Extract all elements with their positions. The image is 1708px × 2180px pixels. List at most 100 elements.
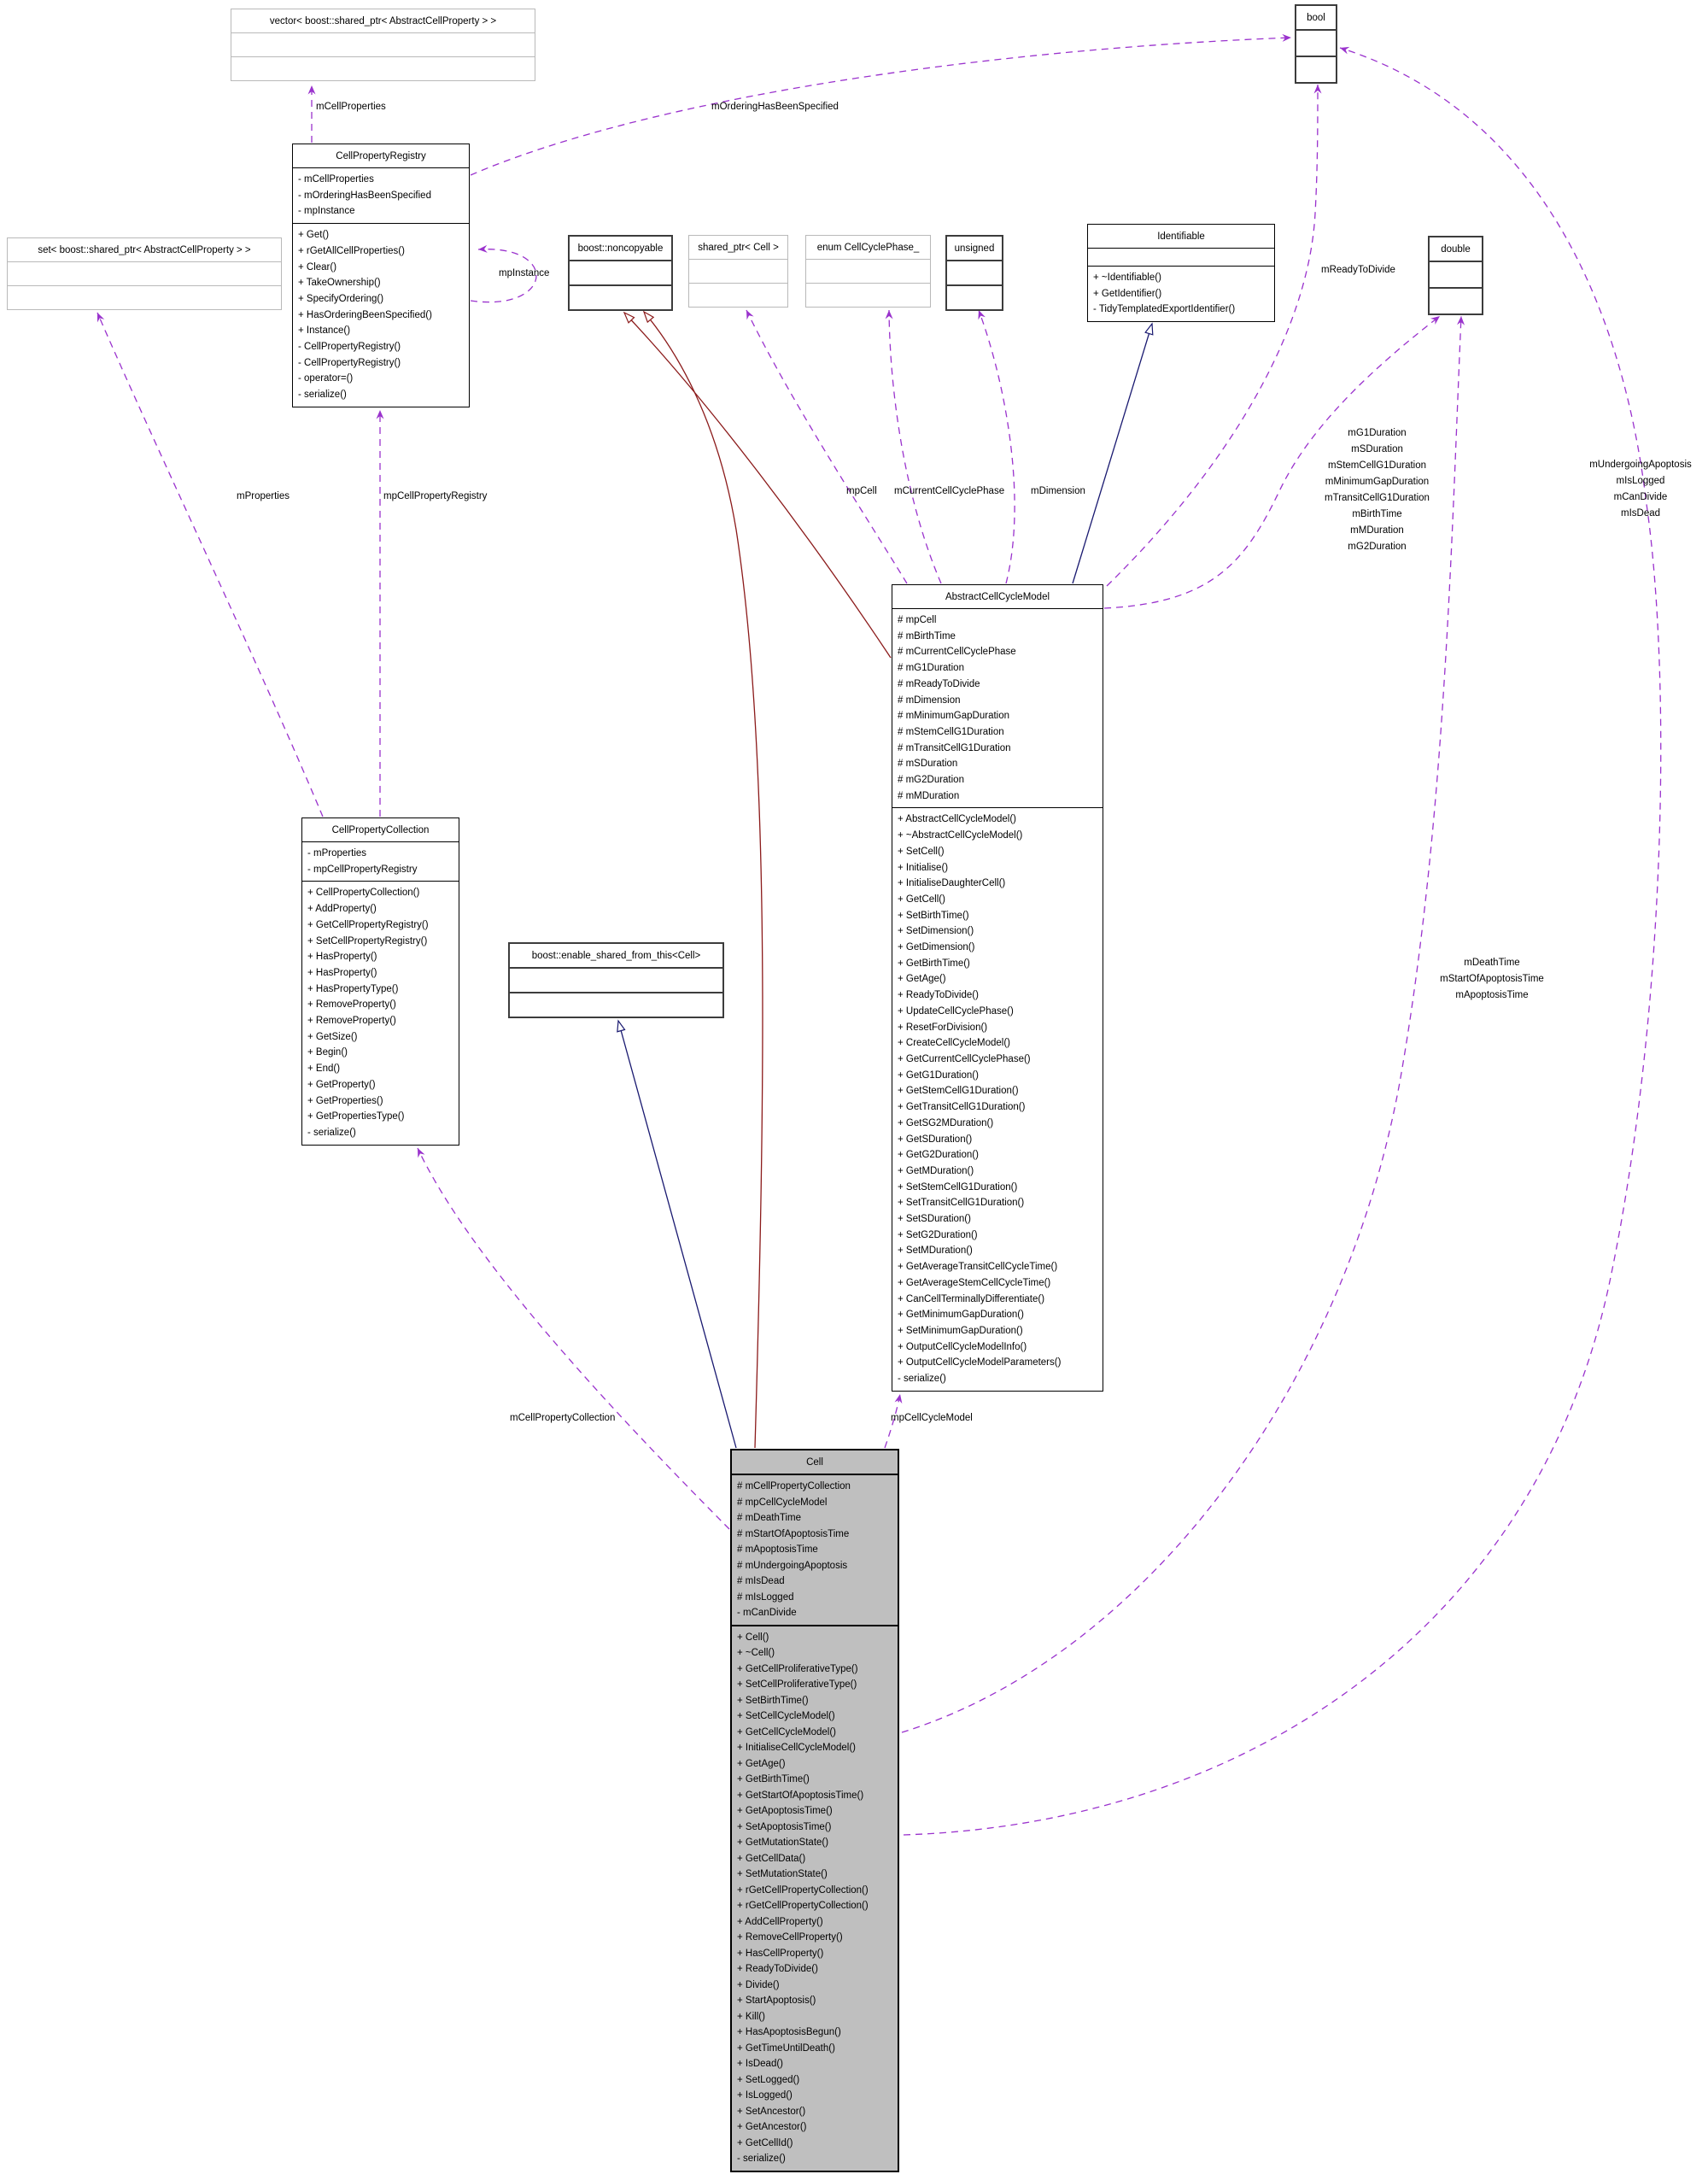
class-box-boost-enable-shared-from-this[interactable]: boost::enable_shared_from_this<Cell> [508,942,724,1018]
member: + Cell() [737,1632,769,1643]
member: + OutputCellCycleModelInfo() [898,1341,1027,1352]
edge-mdimension [978,309,1015,584]
class-box-abstractcellcyclemodel[interactable]: AbstractCellCycleModel # mpCell# mBirthT… [892,584,1103,1392]
member: + HasOrderingBeenSpecified() [298,309,432,320]
empty-compartment [1430,287,1482,314]
member: + GetCellProliferativeType() [737,1663,858,1674]
member: + GetCellId() [737,2137,793,2148]
member: + SetTransitCellG1Duration() [898,1198,1025,1209]
member: + ~AbstractCellCycleModel() [898,830,1023,841]
class-box-cell[interactable]: Cell # mCellPropertyCollection # mpCellCy… [730,1449,899,2172]
edge-label-line: mMDuration [1350,525,1404,536]
edge-mpcellcyclemodel [884,1393,903,1449]
member: + GetStartOfApoptosisTime() [737,1790,864,1801]
class-title: Cell [806,1457,823,1468]
edge-durations [1103,315,1441,609]
member: + Begin() [307,1047,348,1058]
class-box-bool[interactable]: bool [1295,4,1337,84]
class-box-cellpropertyregistry[interactable]: CellPropertyRegistry - mCellProperties- … [292,144,470,407]
member: + GetAncestor() [737,2122,807,2132]
member: # mSDuration [898,759,958,770]
edge-label-line: mStartOfApoptosisTime [1440,974,1544,984]
class-box-identifiable[interactable]: Identifiable + ~Identifiable()+ GetIdent… [1087,224,1275,323]
member: # mMDuration [898,790,960,801]
member: - mpCellPropertyRegistry [307,864,418,875]
member: + HasProperty() [307,952,377,963]
edge-label-line: mMinimumGapDuration [1325,477,1430,487]
class-title: vector< boost::shared_ptr< AbstractCellP… [269,16,497,26]
member: + HasPropertyType() [307,983,399,994]
member: # mCellPropertyCollection [737,1481,851,1491]
empty-compartment [1296,29,1336,56]
attributes-section: # mCellPropertyCollection # mpCellCycleMo… [732,1474,898,1625]
edge-label-mcellpropertycollection: mCellPropertyCollection [510,1413,616,1423]
class-box-set-shared-ptr-abstractcellproperty[interactable]: set< boost::shared_ptr< AbstractCellProp… [7,237,282,310]
member: + HasCellProperty() [737,1948,824,1959]
empty-compartment [510,967,722,992]
member: + GetMinimumGapDuration() [898,1310,1024,1321]
edge-mpcell [746,309,908,584]
empty-compartment [570,284,671,309]
class-title: double [1441,244,1471,255]
member: + SetAncestor() [737,2106,806,2117]
empty-compartment [1430,261,1482,287]
member: + GetAge() [898,974,946,985]
member: - CellPropertyRegistry() [298,342,401,353]
class-box-double[interactable]: double [1428,236,1483,315]
member: + GetStemCellG1Duration() [898,1086,1019,1097]
edge-label-line: mCanDivide [1613,492,1668,502]
member: + GetMutationState() [737,1837,829,1848]
member: - TidyTemplatedExportIdentifier() [1093,304,1236,315]
member: # mStemCellG1Duration [898,726,1004,737]
member: + ReadyToDivide() [737,1964,818,1974]
empty-compartment [806,259,930,283]
empty-compartment [806,283,930,307]
class-title: unsigned [954,243,995,254]
class-title: boost::noncopyable [577,243,664,254]
member: - mOrderingHasBeenSpecified [298,190,431,201]
class-box-cellpropertycollection[interactable]: CellPropertyCollection - mProperties- mp… [301,818,459,1146]
class-box-boost-noncopyable[interactable]: boost::noncopyable [568,235,673,311]
edge-label-line: mSDuration [1351,444,1403,454]
member: # mIsLogged [737,1591,794,1603]
member: + rGetCellPropertyCollection() [737,1884,869,1896]
class-box-shared-ptr-cell[interactable]: shared_ptr< Cell > [688,235,788,308]
member: + SetMutationState() [737,1869,828,1879]
member: + RemoveCellProperty() [737,1932,843,1943]
member: # mDeathTime [737,1513,801,1523]
member: + InitialiseDaughterCell() [898,878,1006,889]
member: + UpdateCellCyclePhase() [898,1005,1014,1017]
class-box-enum-cellcyclephase[interactable]: enum CellCyclePhase_ [805,235,931,308]
member: + SetApoptosisTime() [737,1821,832,1832]
member: + GetG1Duration() [898,1069,979,1081]
member: - serialize() [298,390,347,401]
member: + GetSG2MDuration() [898,1117,994,1128]
methods-section: + ~Identifiable()+ GetIdentifier()- Tidy… [1088,266,1274,321]
edge-apoptosisflags [903,46,1662,1836]
attributes-section: # mpCell# mBirthTime# mCurrentCellCycleP… [892,608,1103,807]
member: + GetPropertiesType() [307,1111,405,1122]
edge-mcellpropertycollection [417,1147,730,1530]
member: # mpCellCycleModel [737,1497,828,1508]
member: + HasApoptosisBegun() [737,2027,841,2037]
member: + ReadyToDivide() [898,990,979,1001]
member: - operator=() [298,373,354,384]
member: # mReadyToDivide [898,678,980,689]
attributes-section: - mCellProperties- mOrderingHasBeenSpeci… [293,167,469,223]
member: + SetCellCycleModel() [737,1711,835,1721]
edge-label-mproperties: mProperties [237,491,290,501]
member: + GetAge() [737,1758,786,1769]
class-box-vector-shared-ptr-abstractcellproperty[interactable]: vector< boost::shared_ptr< AbstractCellP… [231,9,535,81]
edge-label-line: mApoptosisTime [1455,990,1529,1000]
class-box-unsigned[interactable]: unsigned [945,235,1003,311]
member: # mG2Duration [898,775,964,786]
class-title: Identifiable [1157,231,1205,242]
member: + GetCellData() [737,1853,806,1864]
class-title: shared_ptr< Cell > [698,243,779,253]
member: - mCanDivide [737,1608,797,1618]
member: # mDimension [898,694,961,706]
member: - mpInstance [298,206,355,217]
member: + GetCurrentCellCyclePhase() [898,1053,1031,1064]
